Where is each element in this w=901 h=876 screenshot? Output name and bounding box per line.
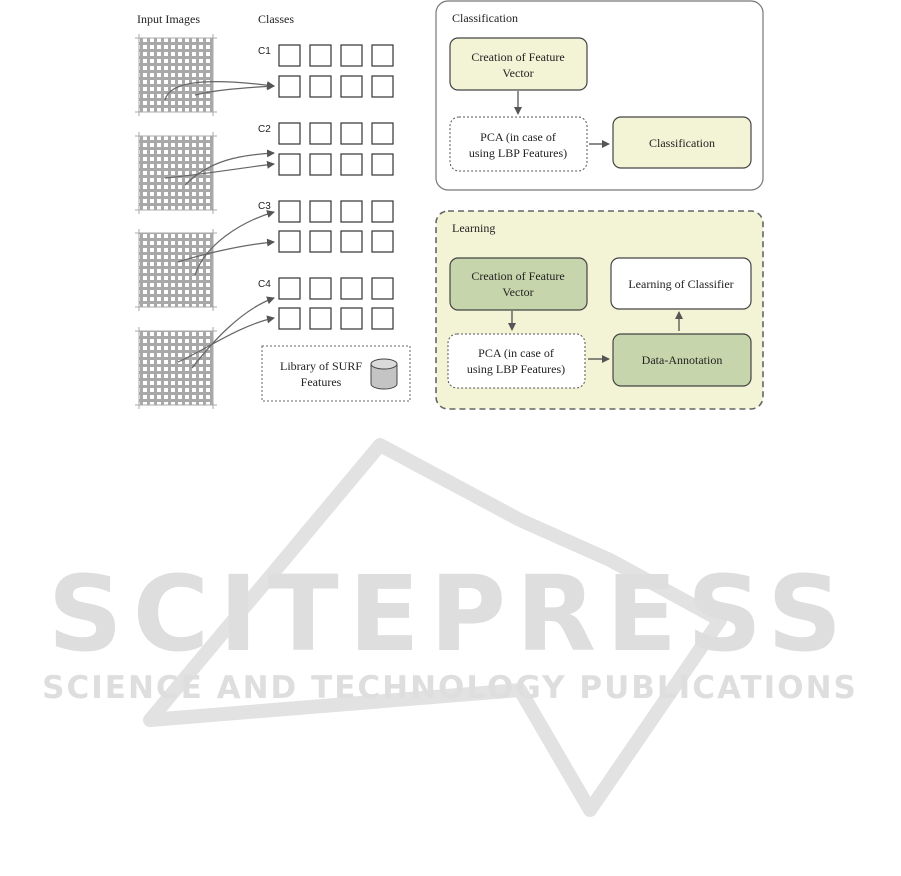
feature-slot (340, 200, 363, 223)
lrn-data-annotation-box (612, 333, 752, 387)
feature-slot (309, 230, 332, 253)
watermark-sub-text: SCIENCE AND TECHNOLOGY PUBLICATIONS (42, 670, 858, 706)
feature-slot (278, 200, 301, 223)
input-images-header: Input Images (137, 12, 200, 26)
cls-pca-line2: using LBP Features) (469, 146, 567, 160)
feature-slot (278, 75, 301, 98)
feature-arrow (177, 315, 275, 363)
lrn-learning-classifier-box (610, 257, 752, 310)
feature-slot (309, 153, 332, 176)
lrn-feature-vector-line2: Vector (502, 285, 533, 299)
database-icon (370, 358, 398, 390)
feature-arrow (164, 81, 275, 101)
class-feature-slots (278, 44, 394, 330)
classification-panel-title: Classification (452, 11, 518, 25)
watermark-main-text: SCITEPRESS (48, 553, 852, 675)
feature-arrow (194, 210, 275, 276)
watermark-logo-shape (143, 438, 727, 817)
class-label-c1: C1 (258, 46, 271, 57)
lrn-feature-vector-line1: Creation of Feature (471, 269, 564, 283)
class-label-c4: C4 (258, 279, 271, 290)
feature-slot (371, 230, 394, 253)
input-image-grid-icon (135, 34, 217, 116)
input-image-3 (135, 229, 217, 311)
feature-slot (371, 44, 394, 67)
cls-feature-vector-line1: Creation of Feature (471, 50, 564, 64)
lrn-pca-line2: using LBP Features) (467, 362, 565, 376)
lrn-data-annotation-label: Data-Annotation (642, 353, 723, 367)
feature-slot (278, 122, 301, 145)
watermark: SCITEPRESS SCIENCE AND TECHNOLOGY PUBLIC… (42, 438, 858, 817)
cls-feature-vector-box (449, 37, 588, 91)
input-image-1 (135, 34, 217, 116)
input-image-4 (135, 327, 217, 409)
cls-classification-label: Classification (649, 136, 715, 150)
feature-slot (309, 307, 332, 330)
feature-slot (278, 230, 301, 253)
feature-slot (340, 230, 363, 253)
surf-library-line1: Library of SURF (280, 359, 362, 373)
feature-arrow (194, 82, 275, 96)
feature-arrow (191, 296, 275, 369)
cls-pca-box (449, 116, 588, 172)
feature-slot (371, 75, 394, 98)
lrn-pca-box (447, 333, 586, 389)
feature-slot (371, 122, 394, 145)
feature-slot (309, 75, 332, 98)
classes-header: Classes (258, 12, 294, 26)
cls-classification-box (612, 116, 752, 169)
class-label-c2: C2 (258, 124, 271, 135)
feature-slot (340, 75, 363, 98)
learning-panel: Learning Creation of Feature Vector PCA … (435, 210, 764, 410)
feature-arrow (164, 160, 275, 179)
feature-slot (278, 307, 301, 330)
feature-slot (309, 200, 332, 223)
feature-slot (371, 200, 394, 223)
feature-slot (340, 153, 363, 176)
feature-slot (340, 122, 363, 145)
feature-slot (278, 153, 301, 176)
cls-pca-line1: PCA (in case of (480, 130, 556, 144)
feature-slot (278, 44, 301, 67)
feature-slot (371, 277, 394, 300)
feature-slot (309, 122, 332, 145)
lrn-feature-vector-box (449, 257, 588, 311)
feature-slot (371, 153, 394, 176)
feature-slot (309, 44, 332, 67)
class-label-c3: C3 (258, 201, 271, 212)
learning-panel-title: Learning (452, 221, 495, 235)
classification-panel: Classification Creation of Feature Vecto… (435, 0, 764, 191)
cls-feature-vector-line2: Vector (502, 66, 533, 80)
feature-arrow (184, 149, 275, 186)
input-image-2 (135, 132, 217, 214)
surf-library-line2: Features (301, 375, 342, 389)
feature-slot (340, 307, 363, 330)
feature-slot (309, 277, 332, 300)
feature-arrows (164, 81, 275, 369)
lrn-learning-classifier-label: Learning of Classifier (628, 277, 733, 291)
feature-arrow (177, 238, 275, 263)
surf-library: Library of SURF Features (261, 345, 411, 402)
feature-slot (278, 277, 301, 300)
feature-slot (340, 44, 363, 67)
lrn-pca-line1: PCA (in case of (478, 346, 554, 360)
feature-slot (340, 277, 363, 300)
feature-slot (371, 307, 394, 330)
